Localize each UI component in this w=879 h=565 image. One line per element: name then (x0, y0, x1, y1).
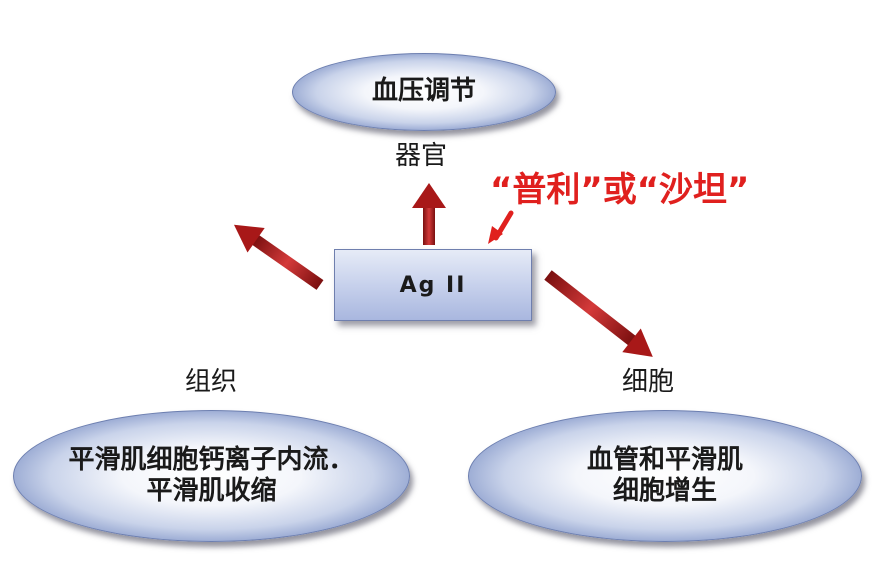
ellipse-left-line1: 平滑肌细胞钙离子内流． (68, 444, 355, 475)
ellipse-vascular-proliferation: 血管和平滑肌 细胞增生 (468, 410, 862, 542)
arrow-up-to-organ (412, 183, 446, 245)
label-cell: 细胞 (622, 367, 675, 397)
label-organ: 器官 (395, 141, 448, 171)
label-tissue: 组织 (185, 367, 238, 397)
arrow-down-right-to-cell (544, 270, 653, 357)
ellipse-top-text: 血压调节 (371, 76, 476, 107)
ellipse-left-line2: 平滑肌收缩 (146, 476, 277, 506)
ellipse-smooth-muscle-calcium: 平滑肌细胞钙离子内流． 平滑肌收缩 (13, 410, 410, 542)
ellipse-right-line2: 细胞增生 (612, 476, 717, 506)
box-ag-ii: Ag II (334, 249, 532, 321)
box-ag-ii-text: Ag II (399, 272, 467, 298)
ellipse-blood-pressure-regulation: 血压调节 (292, 53, 556, 131)
ellipse-right-line1: 血管和平滑肌 (586, 444, 743, 475)
annotation-pointer-arrow (488, 210, 514, 244)
arrow-down-left-to-tissue (233, 224, 324, 290)
annotation-drug-class: “普利”或“沙坦” (490, 170, 750, 210)
